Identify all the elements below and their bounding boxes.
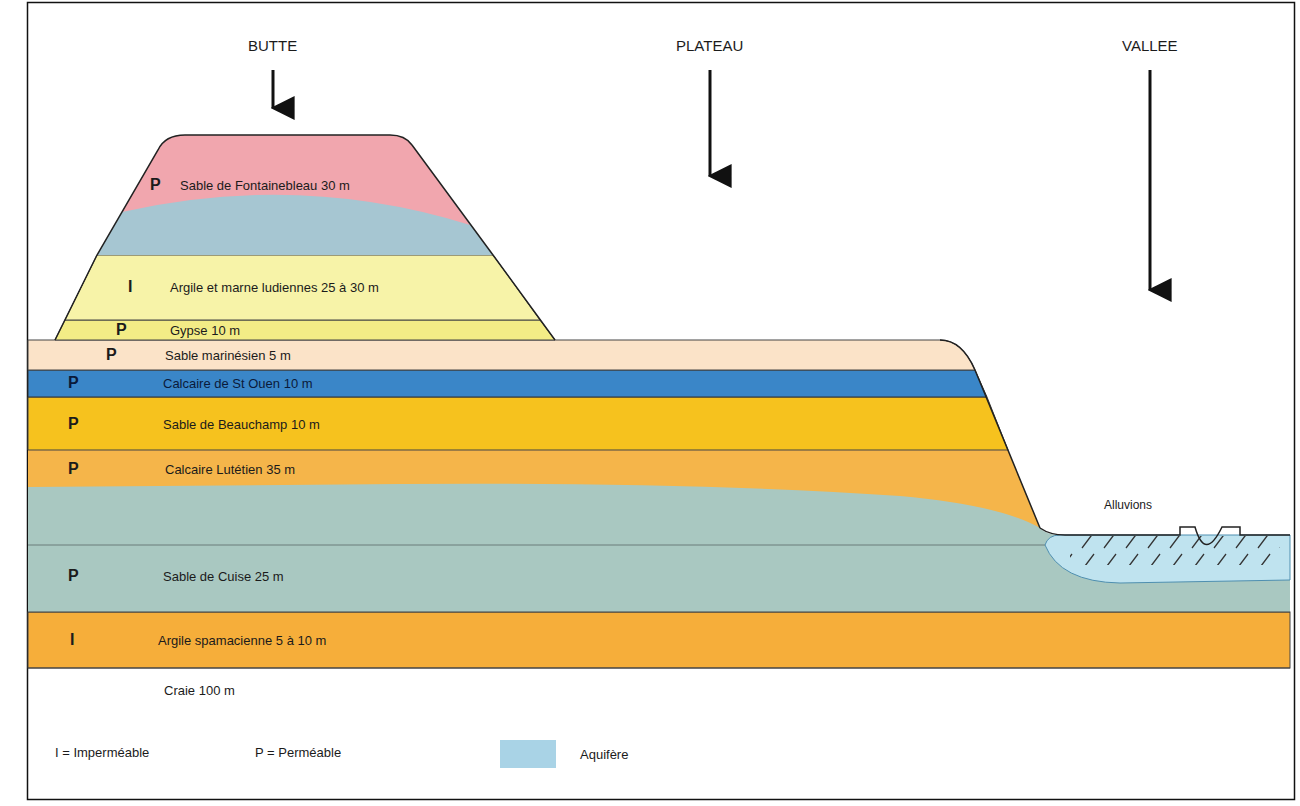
layer-band: PCalcaire de St Ouen 10 m bbox=[68, 374, 313, 392]
fontainebleau-sand bbox=[122, 135, 470, 225]
layer-name: Sable de Beauchamp 10 m bbox=[163, 417, 320, 432]
landform-label: PLATEAU bbox=[676, 37, 743, 54]
layer-name: Gypse 10 m bbox=[170, 323, 240, 338]
layer-label: Craie 100 m bbox=[164, 683, 235, 698]
layer-name: Sable de Fontainebleau 30 m bbox=[180, 178, 350, 193]
layer-name: Sable de Cuise 25 m bbox=[163, 569, 284, 584]
permeability-letter: P bbox=[68, 415, 163, 433]
lutetian-band bbox=[28, 450, 1040, 528]
layer-name: Calcaire de St Ouen 10 m bbox=[163, 376, 313, 391]
layer-band: PSable de Cuise 25 m bbox=[68, 567, 284, 585]
alluvium-lens bbox=[1045, 535, 1290, 583]
legend-text: I = Imperméable bbox=[55, 745, 149, 760]
pointer-arrow bbox=[1149, 70, 1152, 290]
plateau-slope bbox=[940, 340, 1040, 528]
butte-outline bbox=[55, 135, 555, 340]
sparnacian-band bbox=[28, 612, 1290, 668]
layer-band: IArgile et marne ludiennes 25 à 30 m bbox=[128, 278, 379, 296]
layer-name: Sable marinésien 5 m bbox=[165, 348, 291, 363]
layer-band: PGypse 10 m bbox=[116, 321, 240, 339]
permeability-letter: P bbox=[150, 176, 180, 194]
layer-band: PSable de Fontainebleau 30 m bbox=[150, 176, 350, 194]
layer-band: IArgile spamacienne 5 à 10 m bbox=[70, 631, 326, 649]
layer-name: Argile spamacienne 5 à 10 m bbox=[158, 633, 326, 648]
ludian-band bbox=[65, 255, 540, 320]
legend-text: Aquifère bbox=[580, 747, 628, 762]
permeability-letter: P bbox=[116, 321, 170, 339]
alluvium-hatching bbox=[1070, 536, 1280, 565]
beauchamp-band bbox=[28, 397, 1008, 450]
layer-band: PSable de Beauchamp 10 m bbox=[68, 415, 320, 433]
landform-label: BUTTE bbox=[248, 37, 297, 54]
layer-band: PCalcaire Lutétien 35 m bbox=[68, 460, 295, 478]
permeability-letter: I bbox=[70, 631, 158, 649]
layer-line bbox=[28, 668, 1290, 669]
layer-name: Argile et marne ludiennes 25 à 30 m bbox=[170, 280, 379, 295]
layer-label: Alluvions bbox=[1104, 498, 1152, 512]
pointer-arrow bbox=[709, 70, 712, 176]
marinesian-band bbox=[28, 340, 975, 370]
cuise-band bbox=[28, 450, 1290, 612]
frame bbox=[28, 3, 1295, 800]
permeability-letter: P bbox=[68, 567, 163, 585]
permeability-letter: P bbox=[68, 374, 163, 392]
valley-surface bbox=[1040, 527, 1290, 545]
landform-label: VALLEE bbox=[1122, 37, 1178, 54]
permeability-letter: P bbox=[106, 346, 165, 364]
layer-name: Calcaire Lutétien 35 m bbox=[165, 462, 295, 477]
pointer-arrow bbox=[272, 70, 275, 108]
legend-swatch bbox=[500, 740, 556, 768]
layer-line bbox=[28, 611, 1290, 612]
permeability-letter: I bbox=[128, 278, 170, 296]
st-ouen-band bbox=[28, 370, 987, 397]
gypsum-band bbox=[55, 320, 555, 340]
permeability-letter: P bbox=[68, 460, 165, 478]
layer-band: PSable marinésien 5 m bbox=[106, 346, 291, 364]
legend-text: P = Perméable bbox=[255, 745, 341, 760]
